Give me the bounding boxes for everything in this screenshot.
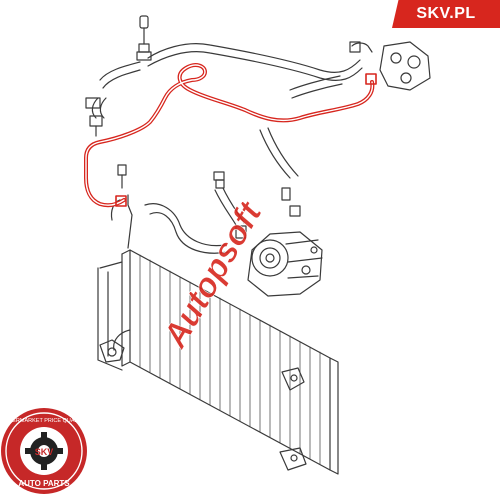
skv-seal: SKV AFTERMARKET PRICE QUALITY AUTO PARTS — [1, 408, 87, 494]
condenser — [97, 249, 339, 475]
compressor-fittings — [213, 171, 301, 239]
watermark-text: Autopsoft — [156, 195, 270, 355]
discharge-hose — [144, 127, 299, 254]
watermark: Autopsoft — [155, 194, 270, 355]
seal-top-text: AFTERMARKET PRICE QUALITY — [2, 418, 87, 424]
top-valve-fitting — [136, 15, 152, 61]
suction-hose — [91, 43, 363, 119]
highlighted-ac-hose — [84, 63, 377, 208]
compressor — [247, 231, 323, 297]
seal-bottom-text: AUTO PARTS — [18, 479, 70, 488]
brand-badge: SKV.PL — [392, 0, 500, 28]
left-fittings — [85, 97, 127, 189]
expansion-valve-block — [349, 41, 431, 91]
brand-text: SKV.PL — [416, 5, 476, 22]
gear-icon — [25, 432, 63, 470]
seal-center-text: SKV — [35, 447, 54, 457]
condenser-inlet-line — [110, 194, 133, 249]
